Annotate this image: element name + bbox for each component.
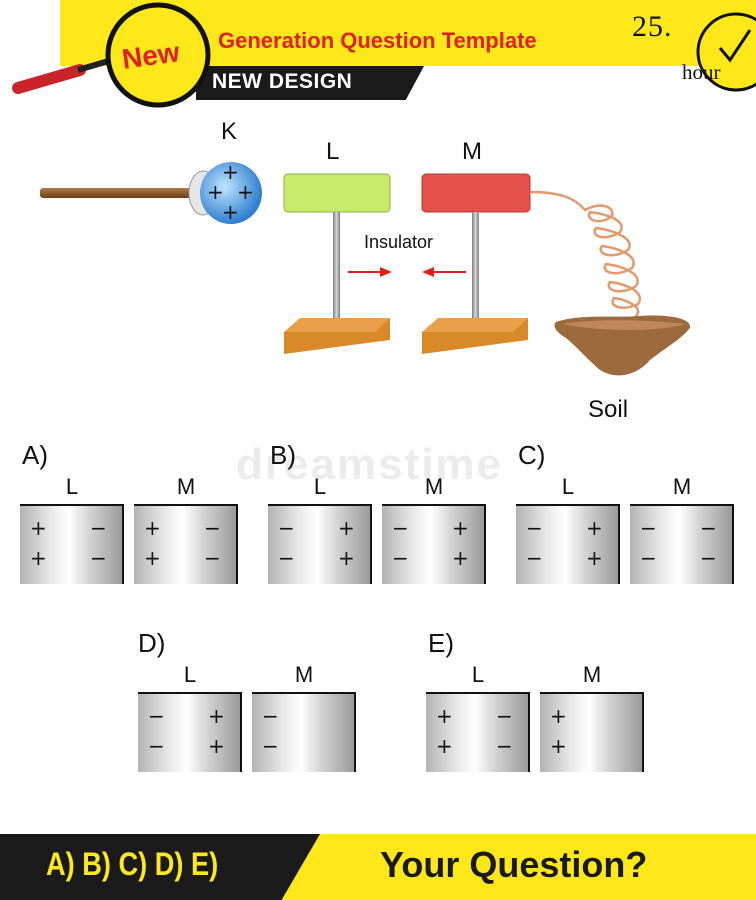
ground-spring: [529, 190, 641, 327]
option-plate-m-label: M: [424, 474, 444, 499]
charge-symbol: −: [392, 516, 409, 540]
charge-symbol: +: [208, 734, 225, 758]
charge-symbol: +: [586, 546, 603, 570]
charge-symbol: −: [262, 704, 279, 728]
option-plate-l: [426, 692, 530, 772]
option-plate-l: [516, 504, 620, 584]
charge-symbol: −: [148, 704, 165, 728]
charge-symbol: −: [204, 546, 221, 570]
option-plate-m: [630, 504, 734, 584]
sphere-charge: +: [222, 200, 239, 224]
insulating-rod: [40, 188, 200, 198]
footer-question: Your Question?: [380, 844, 648, 885]
sphere-label: K: [221, 118, 238, 145]
charge-symbol: −: [526, 546, 543, 570]
charge-symbol: +: [144, 516, 161, 540]
subtitle-banner: [196, 66, 424, 100]
option-plate-l-label: L: [183, 662, 197, 687]
charge-symbol: +: [338, 516, 355, 540]
option-plate-m-label: M: [672, 474, 692, 499]
magnifier-icon: [12, 2, 211, 108]
option-letter: B): [270, 440, 296, 470]
charge-symbol: −: [90, 516, 107, 540]
charge-symbol: +: [338, 546, 355, 570]
option-plate-m: [382, 504, 486, 584]
clock-number: 25.: [632, 10, 673, 43]
charge-symbol: −: [700, 546, 717, 570]
plate-m-label: M: [462, 138, 482, 165]
sphere-charge: +: [237, 180, 254, 204]
charge-symbol: −: [496, 734, 513, 758]
option-plate-l-label: L: [65, 474, 79, 499]
charge-symbol: −: [700, 516, 717, 540]
charge-symbol: +: [144, 546, 161, 570]
charge-symbol: +: [30, 516, 47, 540]
sphere-charge: +: [222, 160, 239, 184]
clock-icon: [696, 12, 756, 92]
option-plate-l: [20, 504, 124, 584]
sphere-charge: +: [207, 180, 224, 204]
charge-symbol: +: [550, 734, 567, 758]
charge-symbol: +: [436, 704, 453, 728]
option-plate-l: [138, 692, 242, 772]
charge-symbol: −: [278, 516, 295, 540]
charge-symbol: +: [452, 516, 469, 540]
charge-symbol: −: [392, 546, 409, 570]
apparatus-diagram: K L M Insulator Soil + + + +: [0, 110, 756, 430]
charge-symbol: −: [526, 516, 543, 540]
option-plate-l-label: L: [313, 474, 327, 499]
page-subtitle: NEW DESIGN: [212, 70, 353, 93]
option-letter: A): [22, 440, 48, 470]
plate-m: [421, 173, 531, 213]
clock-unit: hour: [682, 60, 721, 84]
charge-symbol: −: [496, 704, 513, 728]
charge-symbol: −: [640, 546, 657, 570]
option-plate-m: [134, 504, 238, 584]
charge-symbol: +: [30, 546, 47, 570]
charge-symbol: −: [278, 546, 295, 570]
option-plate-l: [268, 504, 372, 584]
option-plate-m-label: M: [294, 662, 314, 687]
sphere-k: [200, 162, 262, 224]
soil-label: Soil: [588, 396, 629, 423]
option-letter: D): [138, 628, 166, 658]
option-plate-l-label: L: [561, 474, 575, 499]
option-plate-l-label: L: [471, 662, 485, 687]
option-plate-m-label: M: [176, 474, 196, 499]
option-plate-m-label: M: [582, 662, 602, 687]
option-plate-m: [252, 692, 356, 772]
charge-symbol: +: [550, 704, 567, 728]
stand-m: [472, 212, 479, 332]
footer-answers-banner: [0, 834, 320, 900]
watermark: dreamstime: [236, 440, 504, 489]
plate-l-label: L: [326, 138, 340, 165]
charge-symbol: −: [204, 516, 221, 540]
plate-l: [283, 173, 391, 213]
charge-symbol: −: [262, 734, 279, 758]
charge-symbol: −: [148, 734, 165, 758]
footer-answers: A) B) C) D) E): [46, 846, 219, 882]
charge-symbol: −: [640, 516, 657, 540]
stand-l: [333, 212, 340, 332]
page-title: Generation Question Template: [218, 28, 537, 53]
option-letter: C): [518, 440, 546, 470]
option-letter: E): [428, 628, 454, 658]
soil-pile: [554, 315, 691, 376]
option-plate-m: [540, 692, 644, 772]
charge-symbol: +: [436, 734, 453, 758]
charge-symbol: −: [90, 546, 107, 570]
charge-symbol: +: [452, 546, 469, 570]
charge-symbol: +: [586, 516, 603, 540]
apparatus-drawing: [40, 162, 691, 376]
charge-symbol: +: [208, 704, 225, 728]
insulator-label: Insulator: [364, 232, 434, 252]
